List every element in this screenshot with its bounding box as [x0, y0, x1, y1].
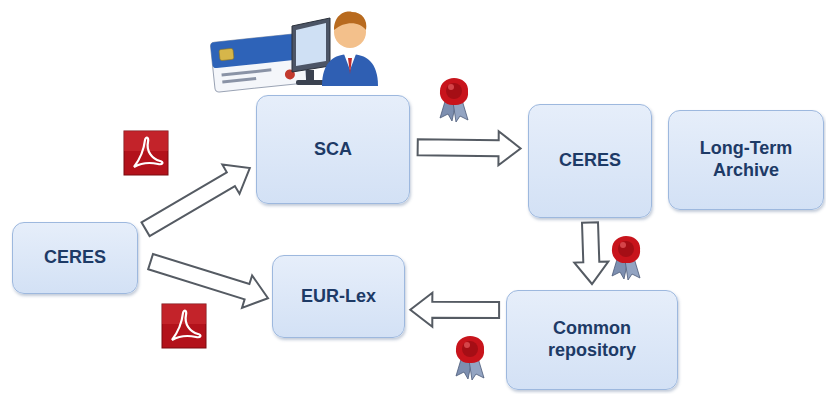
process-box: CERES	[12, 222, 138, 294]
pdf-icon	[124, 131, 168, 175]
box-label: Long-Term Archive	[677, 138, 815, 181]
wax-seal	[456, 336, 484, 380]
process-box: SCA	[256, 95, 410, 204]
block-arrow	[410, 293, 499, 327]
wax-seal	[612, 236, 640, 280]
pdf-icon	[162, 304, 206, 348]
user-figure	[322, 12, 378, 86]
wax-seal	[440, 78, 468, 122]
box-label: CERES	[559, 150, 621, 172]
box-label: Common repository	[515, 318, 669, 361]
block-arrow	[574, 222, 608, 284]
process-box: EUR-Lex	[272, 255, 405, 338]
process-box: CERES	[528, 104, 652, 218]
box-label: EUR-Lex	[301, 286, 376, 308]
process-box: Long-Term Archive	[668, 110, 824, 210]
box-label: CERES	[44, 247, 106, 269]
process-box: Common repository	[506, 290, 678, 390]
block-arrow	[148, 254, 268, 308]
block-arrow	[418, 131, 521, 165]
box-label: SCA	[314, 139, 352, 161]
